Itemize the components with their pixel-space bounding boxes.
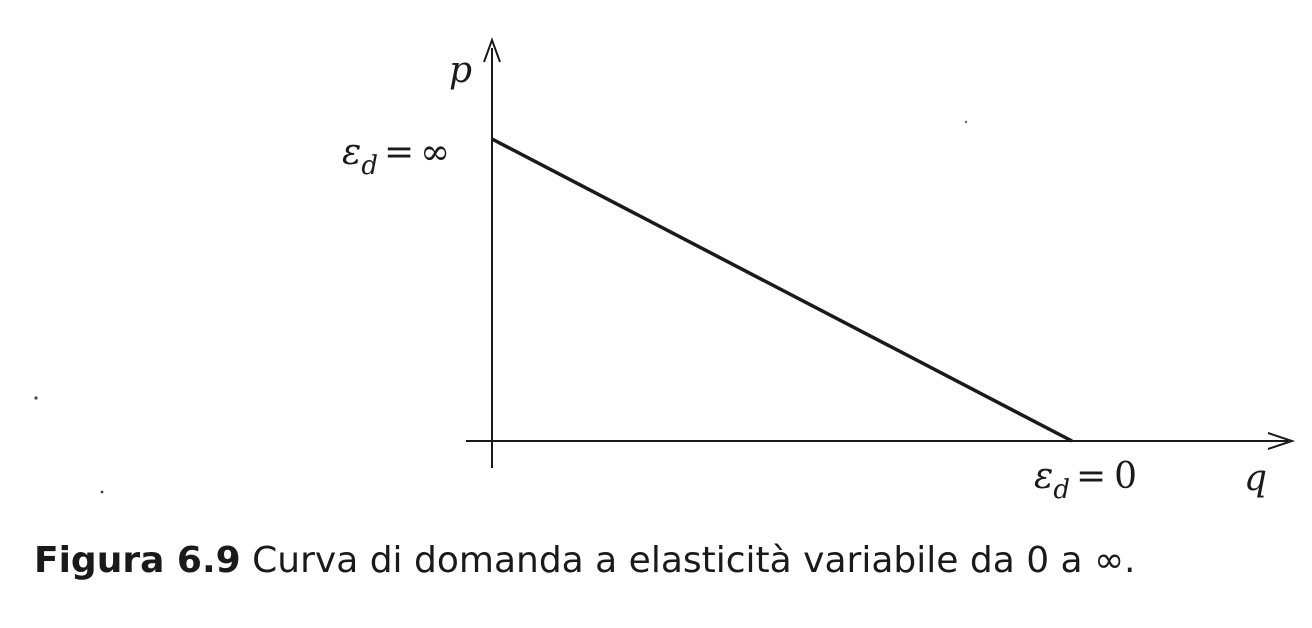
- scan-speck: [964, 120, 968, 124]
- svg-text:εd=∞: εd=∞: [342, 132, 450, 181]
- bottom-label-value: 0: [1114, 456, 1137, 497]
- top-label-value: ∞: [420, 132, 450, 173]
- scan-speck: [100, 490, 104, 494]
- caption-label: Figura 6.9: [34, 540, 241, 581]
- demand-curve: [491, 137, 1073, 443]
- y-axis-arrowhead: [483, 37, 501, 63]
- top-label-equals: =: [384, 132, 414, 173]
- bottom-label-symbol: ε: [1034, 456, 1053, 497]
- bottom-label-subscript: d: [1053, 475, 1070, 505]
- bottom-elasticity-label: εd=0: [1034, 456, 1137, 505]
- caption-text: Curva di domanda a elasticità variabile …: [252, 540, 1136, 581]
- figure-caption: Figura 6.9 Curva di domanda a elasticità…: [34, 540, 1136, 581]
- top-label-subscript: d: [361, 151, 378, 181]
- top-label-symbol: ε: [342, 132, 361, 173]
- svg-text:εd=0: εd=0: [1034, 456, 1137, 505]
- bottom-label-equals: =: [1076, 456, 1106, 497]
- scan-speck: [34, 396, 38, 400]
- top-elasticity-label: εd=∞: [342, 132, 450, 181]
- y-axis-label: p: [449, 50, 472, 91]
- x-axis-arrowhead: [1267, 432, 1296, 450]
- x-axis-label: q: [1244, 458, 1267, 499]
